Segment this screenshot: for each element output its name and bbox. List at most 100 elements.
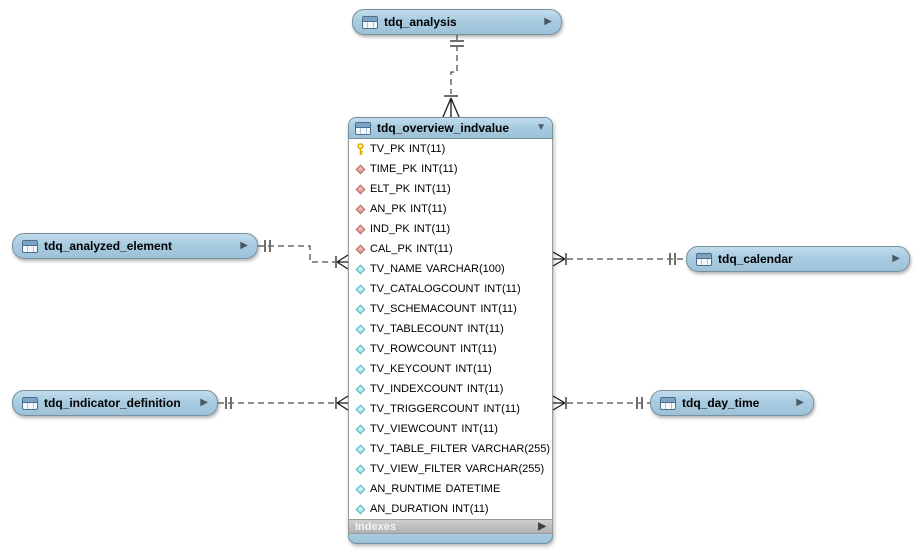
column-type: VARCHAR(255) — [465, 463, 545, 475]
column-type: INT(11) — [467, 323, 504, 335]
column-type: INT(11) — [421, 163, 458, 175]
column-name: AN_PK — [370, 203, 407, 215]
attribute-icon — [354, 484, 367, 494]
attribute-icon — [354, 364, 367, 374]
attribute-icon — [354, 504, 367, 514]
foreign-key-icon — [354, 184, 367, 194]
table-icon — [355, 121, 371, 135]
table-node-tdq-analyzed-element[interactable]: tdq_analyzed_element ▶ — [12, 233, 258, 259]
column-type: DATETIME — [445, 483, 501, 495]
column-type: INT(11) — [414, 183, 451, 195]
relationship-overview-calendar[interactable] — [552, 251, 686, 267]
attribute-icon — [354, 404, 367, 414]
expand-arrow-icon[interactable]: ▶ — [892, 253, 900, 264]
attribute-icon — [354, 284, 367, 294]
column-type: INT(11) — [460, 343, 497, 355]
table-icon — [696, 252, 712, 266]
column-name: TV_KEYCOUNT — [370, 363, 452, 375]
table-node-tdq-analysis[interactable]: tdq_analysis ▶ — [352, 9, 562, 35]
relationship-indicator-definition-overview[interactable] — [218, 395, 349, 411]
column-name: ELT_PK — [370, 183, 411, 195]
collapse-arrow-icon[interactable]: ▼ — [536, 122, 546, 133]
table-icon — [660, 396, 676, 410]
column-name: TV_TABLECOUNT — [370, 323, 464, 335]
attribute-icon — [354, 464, 367, 474]
expand-arrow-icon[interactable]: ▶ — [796, 397, 804, 408]
attribute-icon — [354, 344, 367, 354]
expand-arrow-icon[interactable]: ▶ — [544, 16, 552, 27]
relationship-analysis-overview[interactable] — [442, 35, 464, 118]
attribute-icon — [354, 384, 367, 394]
attribute-icon — [354, 264, 367, 274]
column-type: INT(11) — [480, 303, 517, 315]
table-header[interactable]: tdq_overview_indvalue ▼ — [348, 117, 553, 139]
column-name: TV_PK — [370, 143, 405, 155]
table-node-tdq-day-time[interactable]: tdq_day_time ▶ — [650, 390, 814, 416]
table-name: tdq_overview_indvalue — [377, 121, 510, 135]
attribute-icon — [354, 324, 367, 334]
column-name: TV_VIEW_FILTER — [370, 463, 462, 475]
expand-arrow-icon[interactable]: ▶ — [240, 240, 248, 251]
table-icon — [22, 239, 38, 253]
column-type: VARCHAR(255) — [471, 443, 551, 455]
expand-arrow-icon[interactable]: ▶ — [538, 520, 546, 532]
table-name: tdq_indicator_definition — [44, 396, 181, 410]
foreign-key-icon — [354, 164, 367, 174]
column-type: INT(11) — [416, 243, 453, 255]
primary-key-icon — [354, 142, 367, 156]
column-name: CAL_PK — [370, 243, 413, 255]
table-name: tdq_analysis — [384, 15, 457, 29]
table-node-tdq-calendar[interactable]: tdq_calendar ▶ — [686, 246, 910, 272]
table-icon — [22, 396, 38, 410]
foreign-key-icon — [354, 204, 367, 214]
column-name: AN_DURATION — [370, 503, 449, 515]
column-name: TV_ROWCOUNT — [370, 343, 457, 355]
column-name: TV_TABLE_FILTER — [370, 443, 468, 455]
column-type: INT(11) — [455, 363, 492, 375]
expand-arrow-icon[interactable]: ▶ — [200, 397, 208, 408]
indexes-label: Indexes — [355, 520, 396, 533]
table-name: tdq_analyzed_element — [44, 239, 173, 253]
column-type: INT(11) — [483, 403, 520, 415]
column-type: INT(11) — [408, 143, 446, 155]
column-type: INT(11) — [452, 503, 489, 515]
column-name: TV_TRIGGERCOUNT — [370, 403, 480, 415]
column-type: INT(11) — [484, 283, 521, 295]
indexes-section[interactable]: Indexes ▶ — [348, 519, 553, 534]
table-name: tdq_calendar — [718, 252, 793, 266]
table-footer — [348, 534, 553, 544]
column-type: INT(11) — [410, 203, 447, 215]
column-name: TV_INDEXCOUNT — [370, 383, 463, 395]
relationship-overview-day-time[interactable] — [552, 395, 650, 411]
relationship-analyzed-element-overview[interactable] — [258, 240, 349, 270]
table-node-tdq-indicator-definition[interactable]: tdq_indicator_definition ▶ — [12, 390, 218, 416]
column-name: TV_VIEWCOUNT — [370, 423, 458, 435]
column-name: TV_SCHEMACOUNT — [370, 303, 477, 315]
column-name: AN_RUNTIME — [370, 483, 442, 495]
attribute-icon — [354, 304, 367, 314]
attribute-icon — [354, 444, 367, 454]
